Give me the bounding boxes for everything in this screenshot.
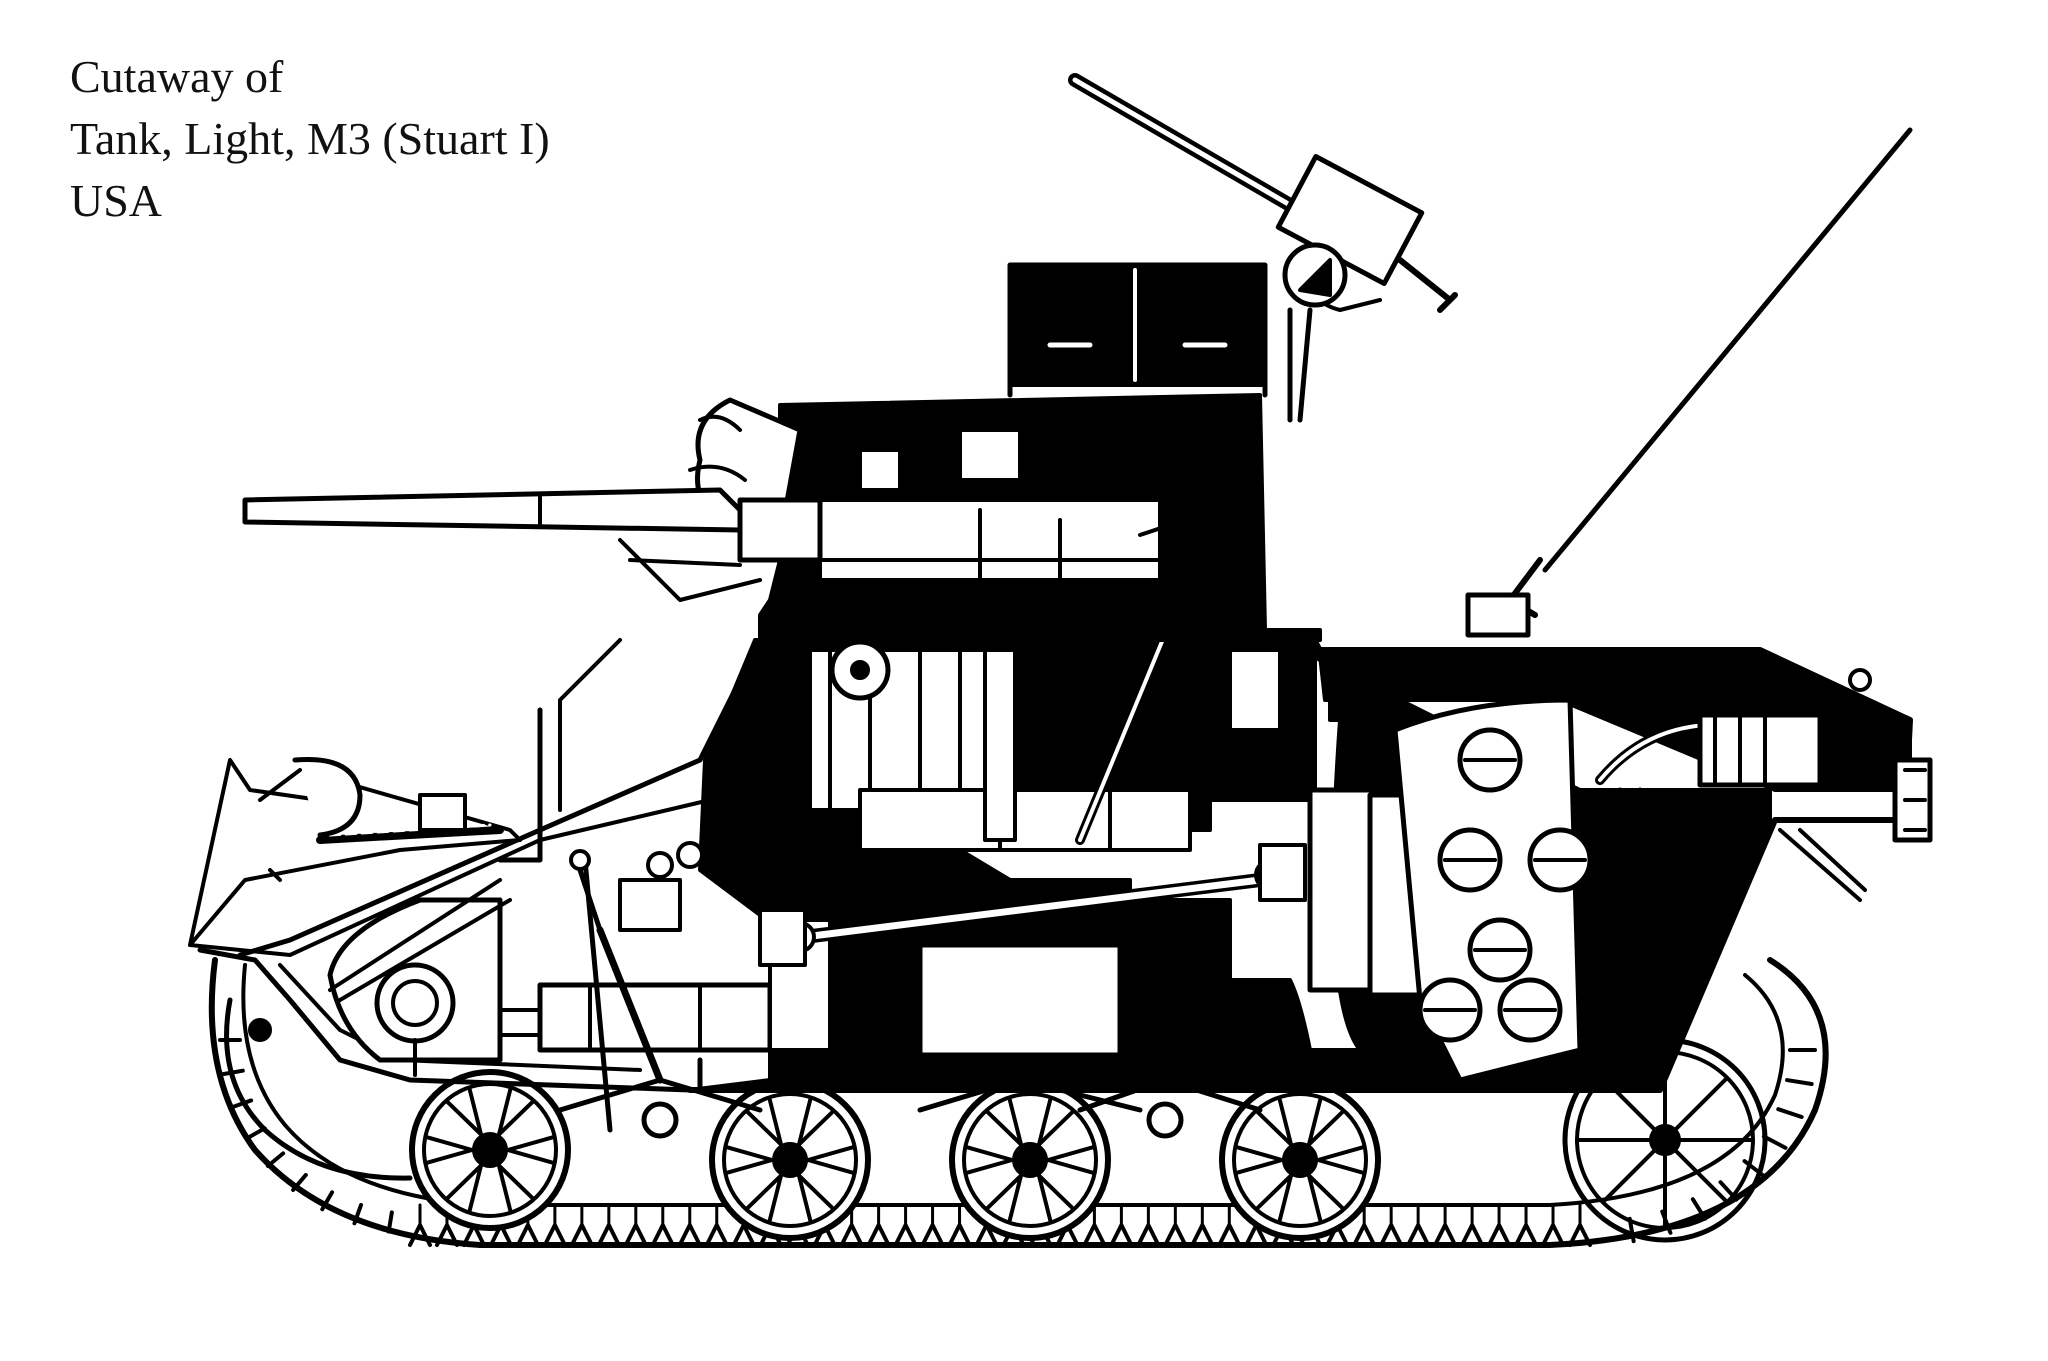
interior (808, 605, 1282, 852)
main-gun (242, 487, 823, 602)
road-wheel-2 (709, 1079, 871, 1241)
track-outline (208, 957, 1829, 1248)
road-wheel-4 (1219, 1079, 1381, 1241)
turret (688, 262, 1322, 642)
caption-line-2: Tank, Light, M3 (Stuart I) (70, 113, 550, 164)
road-wheel-1 (409, 1069, 571, 1231)
radial-engine (1307, 697, 1823, 1083)
final-drive (327, 878, 512, 1077)
aa-machine-gun (1068, 73, 1458, 423)
caption-line-1: Cutaway of (70, 51, 284, 102)
front-fittings (258, 756, 467, 882)
driver-controls (316, 638, 704, 1133)
cupola (1008, 263, 1267, 387)
front-glacis (188, 758, 522, 947)
antenna (1465, 127, 1913, 638)
propeller-shaft (758, 843, 1307, 967)
road-wheels (409, 1069, 1381, 1241)
road-wheel-3 (949, 1079, 1111, 1241)
caption: Cutaway of Tank, Light, M3 (Stuart I) US… (70, 46, 550, 232)
rear-fittings (1778, 668, 1933, 902)
caption-line-3: USA (70, 175, 163, 226)
drive-sprocket (224, 997, 413, 1181)
